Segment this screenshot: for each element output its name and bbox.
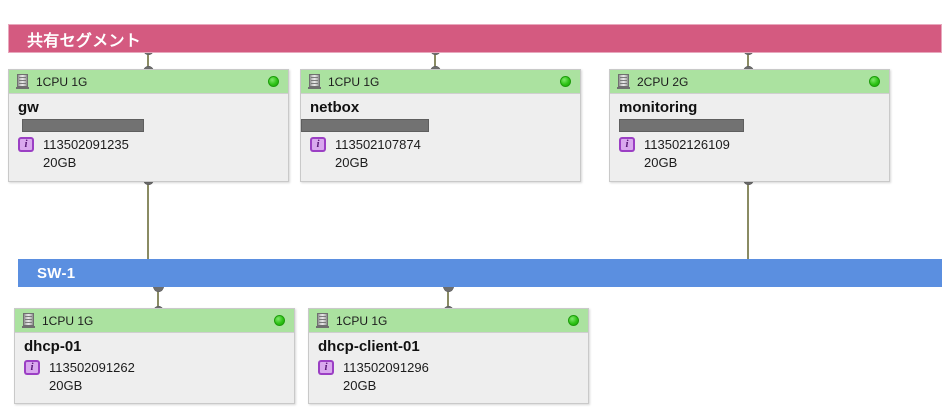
server-id-row: i 113502107874 (301, 135, 580, 154)
server-id-row: i 113502091262 (15, 358, 294, 377)
server-card-netbox[interactable]: 1CPU 1G netbox i 113502107874 20GB (300, 69, 581, 182)
server-name: netbox (310, 99, 360, 116)
server-id-row: i 113502091235 (9, 135, 288, 154)
server-disk-size: 20GB (644, 155, 678, 170)
server-resource-id: 113502091262 (49, 360, 135, 375)
info-icon-inner (26, 362, 38, 373)
connector-line (747, 48, 749, 73)
server-name: dhcp-client-01 (318, 338, 420, 355)
usage-bar (301, 119, 429, 132)
server-disk-size: 20GB (43, 155, 77, 170)
server-name: monitoring (619, 99, 698, 116)
server-card-body: monitoring i 113502126109 20GB (610, 94, 889, 178)
server-icon (22, 313, 35, 328)
server-icon (316, 313, 329, 328)
connector-line (157, 285, 159, 313)
server-name: gw (18, 99, 39, 116)
network-bar-label: SW-1 (37, 264, 76, 282)
status-indicator-icon (274, 314, 285, 326)
server-resource-id: 113502091235 (43, 137, 129, 152)
server-card-header: 1CPU 1G (9, 70, 288, 94)
server-card-dhcp-01[interactable]: 1CPU 1G dhcp-01 i 113502091262 20GB (14, 308, 295, 404)
info-icon-glyph: i (625, 138, 629, 150)
connector-line (447, 285, 449, 313)
usage-bar (619, 119, 744, 132)
server-spec-label: 2CPU 2G (637, 74, 689, 89)
info-icon[interactable]: i (318, 360, 334, 375)
info-icon-inner (320, 362, 332, 373)
server-card-header: 1CPU 1G (301, 70, 580, 94)
info-icon[interactable]: i (18, 137, 34, 152)
usage-bar (22, 119, 144, 132)
info-icon-glyph: i (316, 138, 320, 150)
connector-monitoring-to-sw1 (740, 172, 756, 275)
server-card-body: netbox i 113502107874 20GB (301, 94, 580, 178)
server-id-row: i 113502126109 (610, 135, 889, 154)
server-spec-label: 1CPU 1G (336, 313, 388, 328)
info-icon-inner (621, 139, 633, 150)
server-disk-size: 20GB (335, 155, 369, 170)
info-icon[interactable]: i (619, 137, 635, 152)
usage-bar-wrap (9, 119, 288, 132)
status-indicator-icon (869, 75, 880, 87)
server-spec-label: 1CPU 1G (42, 313, 94, 328)
server-disk-size: 20GB (343, 378, 377, 393)
server-card-header: 1CPU 1G (309, 309, 588, 333)
status-indicator-icon (568, 314, 579, 326)
server-card-body: dhcp-01 i 113502091262 20GB (15, 333, 294, 401)
usage-bar-wrap (301, 119, 580, 132)
status-indicator-icon (268, 75, 279, 87)
info-icon-glyph: i (324, 361, 328, 373)
server-icon (617, 74, 630, 89)
server-card-monitoring[interactable]: 2CPU 2G monitoring i 113502126109 20GB (609, 69, 890, 182)
server-disk-size: 20GB (49, 378, 83, 393)
info-icon-inner (312, 139, 324, 150)
server-resource-id: 113502107874 (335, 137, 421, 152)
network-bar-sw-1[interactable]: SW-1 (18, 259, 942, 287)
server-card-header: 1CPU 1G (15, 309, 294, 333)
server-resource-id: 113502126109 (644, 137, 730, 152)
server-icon (16, 74, 29, 89)
connector-gw-to-sw1 (140, 172, 156, 275)
usage-bar-wrap (610, 119, 889, 132)
server-card-header: 2CPU 2G (610, 70, 889, 94)
info-icon[interactable]: i (24, 360, 40, 375)
info-icon-inner (20, 139, 32, 150)
server-icon (308, 74, 321, 89)
info-icon-glyph: i (24, 138, 28, 150)
network-bar-label: 共有セグメント (27, 32, 142, 50)
server-card-dhcp-client-01[interactable]: 1CPU 1G dhcp-client-01 i 113502091296 20GB (308, 308, 589, 404)
server-id-row: i 113502091296 (309, 358, 588, 377)
server-name: dhcp-01 (24, 338, 82, 355)
connector-line (747, 178, 749, 269)
server-card-gw[interactable]: 1CPU 1G gw i 113502091235 20GB (8, 69, 289, 182)
status-indicator-icon (560, 75, 571, 87)
info-icon[interactable]: i (310, 137, 326, 152)
info-icon-glyph: i (30, 361, 34, 373)
server-card-body: gw i 113502091235 20GB (9, 94, 288, 178)
server-resource-id: 113502091296 (343, 360, 429, 375)
connector-line (434, 48, 436, 73)
server-spec-label: 1CPU 1G (328, 74, 380, 89)
server-spec-label: 1CPU 1G (36, 74, 88, 89)
connector-line (147, 178, 149, 269)
network-bar-shared-segment[interactable]: 共有セグメント (8, 24, 942, 53)
server-card-body: dhcp-client-01 i 113502091296 20GB (309, 333, 588, 401)
connector-line (147, 48, 149, 73)
